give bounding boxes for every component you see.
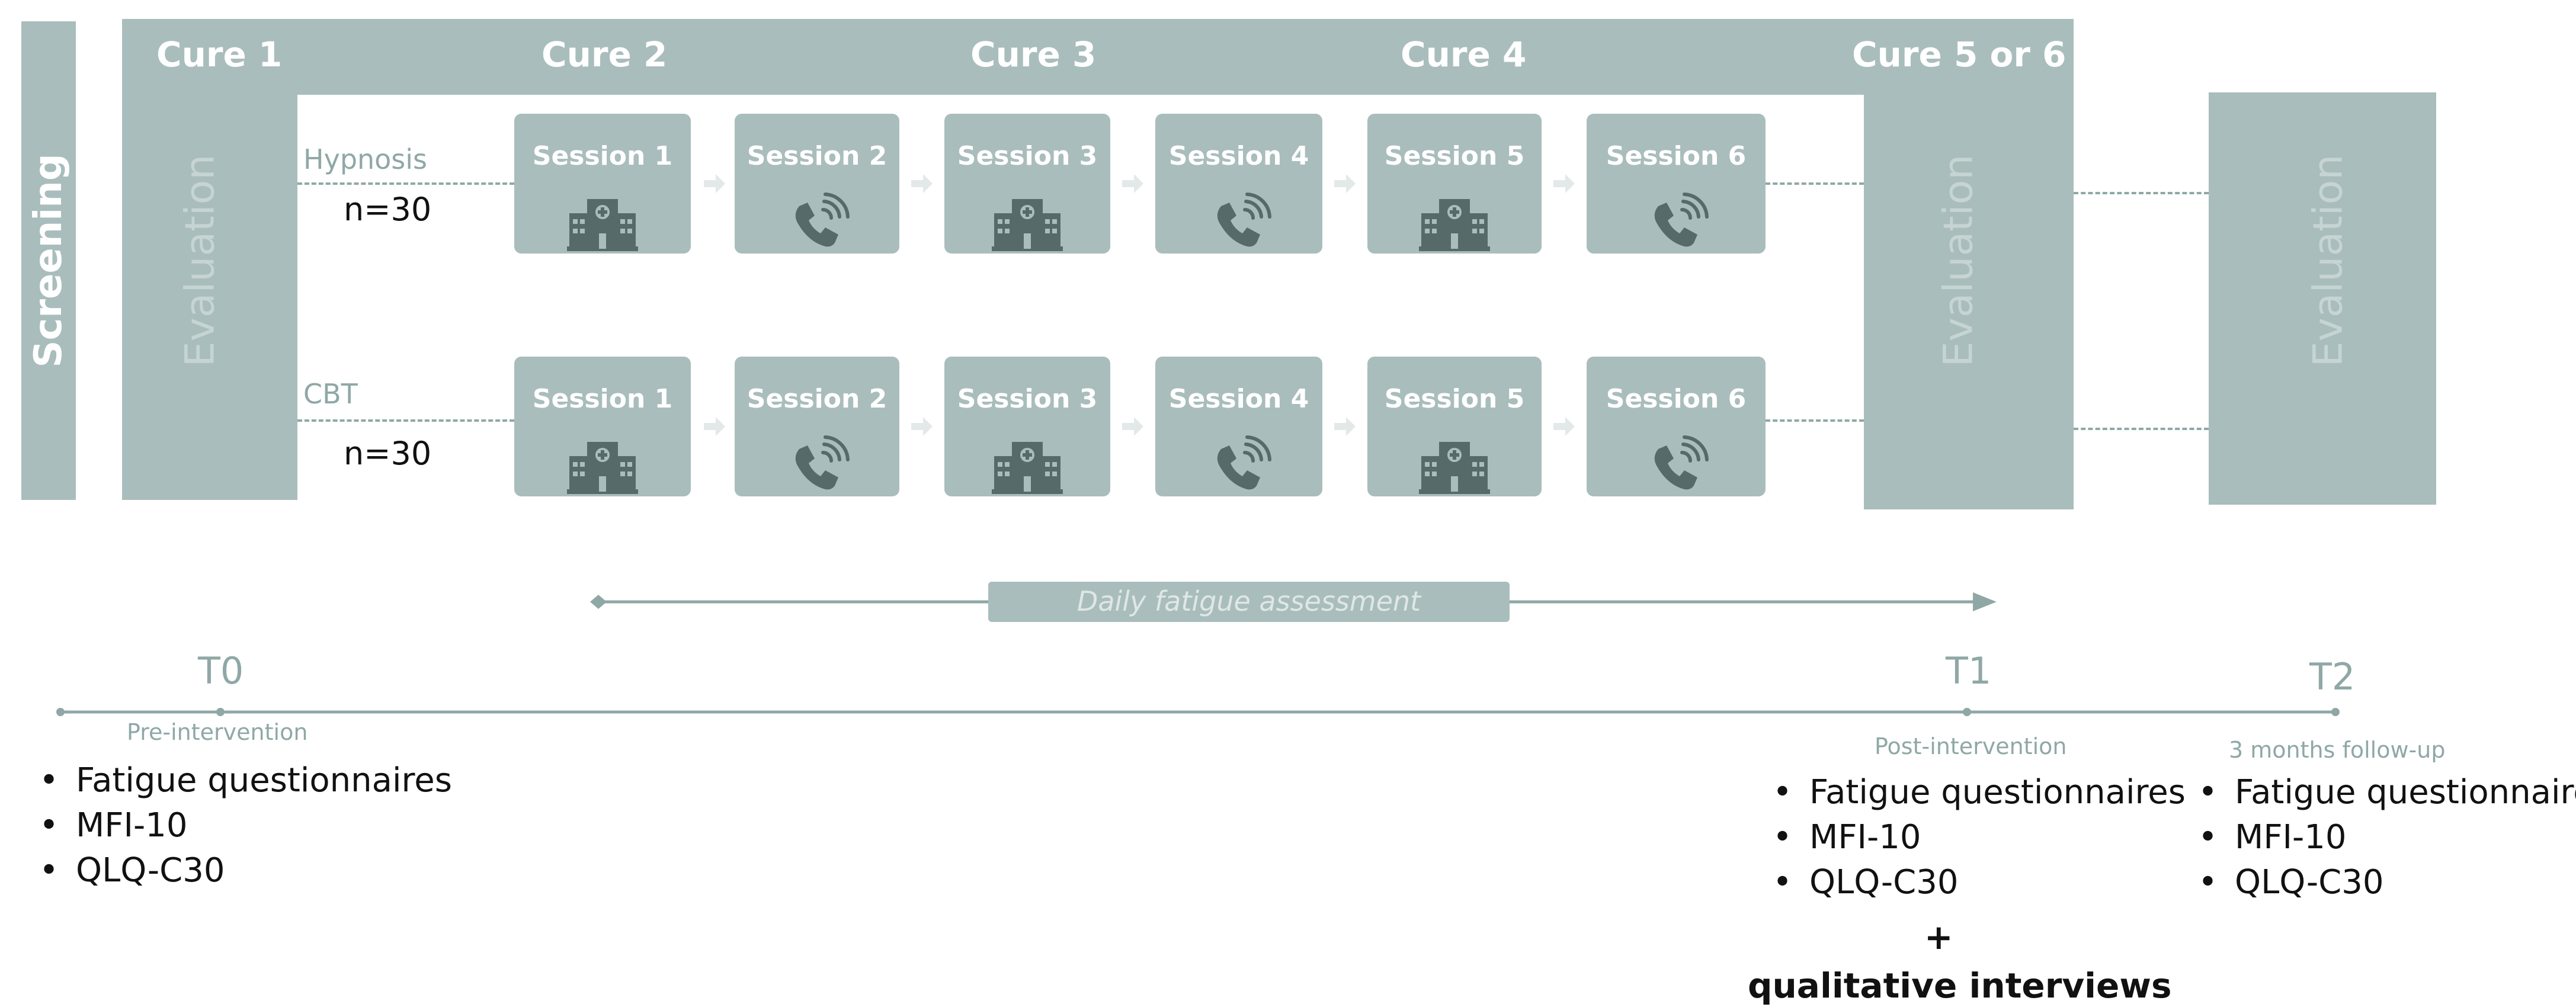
arrow-right-icon <box>911 174 933 193</box>
arrow-right-icon <box>1122 174 1143 193</box>
session-label: Session 2 <box>746 141 887 171</box>
hypnosis-session-3: Session 3 <box>944 114 1110 254</box>
evaluation-label-t1: Evaluation <box>1935 154 1982 367</box>
cbt-dash-right <box>1766 419 1864 422</box>
list-item: •MFI-10 <box>1773 818 1921 857</box>
hypnosis-session-6: Session 6 <box>1587 114 1766 254</box>
session-label: Session 1 <box>532 141 673 171</box>
arm-label-hypnosis: Hypnosis <box>303 143 428 175</box>
evaluation-label-t0: Evaluation <box>177 154 224 367</box>
list-item: •MFI-10 <box>2198 818 2347 857</box>
arrow-right-icon <box>704 174 725 193</box>
hospital-icon <box>1419 442 1490 494</box>
timepoint-t1-sub: Post-intervention <box>1875 733 2067 759</box>
list-item: •QLQ-C30 <box>1773 863 1959 902</box>
arrow-right-icon <box>911 417 933 436</box>
cure-label-5: Cure 5 or 6 <box>1852 34 2066 75</box>
cure-label-4: Cure 4 <box>1401 34 1527 75</box>
phone-icon <box>795 193 850 247</box>
session-label: Session 6 <box>1606 384 1747 414</box>
arm-n-cbt: n=30 <box>344 435 432 472</box>
daily-assessment-label: Daily fatigue assessment <box>1076 585 1421 617</box>
qualitative-interviews: qualitative interviews <box>1748 966 2172 1006</box>
followup-evaluation-box <box>2209 92 2436 505</box>
screening-label: Screening <box>27 153 71 368</box>
list-item: •Fatigue questionnaires <box>2198 773 2576 812</box>
list-item: •Fatigue questionnaires <box>39 761 452 800</box>
arm-label-cbt: CBT <box>303 378 358 410</box>
daily-assessment-box <box>988 582 1510 622</box>
session-label: Session 6 <box>1606 141 1747 171</box>
timepoint-t2: T2 <box>2309 655 2356 698</box>
hospital-icon <box>992 199 1063 251</box>
cure1-evaluation-box <box>122 19 297 500</box>
list-item: •Fatigue questionnaires <box>1773 773 2186 812</box>
phone-icon <box>1654 435 1709 490</box>
cure-label-1: Cure 1 <box>156 34 283 75</box>
session-label: Session 4 <box>1168 141 1309 171</box>
list-item: •MFI-10 <box>39 806 188 845</box>
hypnosis-dash-right <box>1766 182 1864 185</box>
session-label: Session 2 <box>746 384 887 414</box>
phone-icon <box>1217 435 1271 490</box>
plus-sign: + <box>1924 917 1953 957</box>
cure-label-3: Cure 3 <box>970 34 1097 75</box>
cbt-dash-left <box>297 419 514 422</box>
arrow-right-icon <box>1334 417 1356 436</box>
followup-dash-bottom <box>2074 428 2209 430</box>
list-item: •QLQ-C30 <box>2198 863 2384 902</box>
session-label: Session 5 <box>1384 141 1525 171</box>
session-label: Session 3 <box>957 384 1098 414</box>
timepoint-t0-sub: Pre-intervention <box>127 719 308 745</box>
measures-list-t1: •Fatigue questionnaires •MFI-10 •QLQ-C30 <box>1767 770 2186 905</box>
cbt-session-6: Session 6 <box>1587 357 1766 496</box>
hypnosis-dash-left <box>297 182 514 185</box>
cbt-session-2: Session 2 <box>735 357 899 496</box>
phone-icon <box>1217 193 1271 247</box>
arrow-right-icon <box>704 417 725 436</box>
timepoint-t0: T0 <box>198 649 244 692</box>
session-label: Session 4 <box>1168 384 1309 414</box>
measures-list-t0: •Fatigue questionnaires •MFI-10 •QLQ-C30 <box>33 758 452 893</box>
timeline-axis <box>56 708 2340 716</box>
phone-icon <box>1654 193 1709 247</box>
hospital-icon <box>992 442 1063 494</box>
cbt-session-5: Session 5 <box>1367 357 1542 496</box>
arrow-right-icon <box>1553 417 1575 436</box>
evaluation-label-t2: Evaluation <box>2305 154 2352 367</box>
cbt-session-1: Session 1 <box>514 357 691 496</box>
hypnosis-session-5: Session 5 <box>1367 114 1542 254</box>
hypnosis-session-1: Session 1 <box>514 114 691 254</box>
hospital-icon <box>567 442 638 494</box>
timepoint-t1: T1 <box>1946 649 1992 692</box>
session-label: Session 5 <box>1384 384 1525 414</box>
session-label: Session 3 <box>957 141 1098 171</box>
timepoint-t2-sub: 3 months follow-up <box>2229 737 2446 763</box>
arrow-right-icon <box>1122 417 1143 436</box>
cure-header-band <box>122 19 2074 95</box>
arrow-right-icon <box>1553 174 1575 193</box>
session-label: Session 1 <box>532 384 673 414</box>
hospital-icon <box>1419 199 1490 251</box>
cbt-session-3: Session 3 <box>944 357 1110 496</box>
followup-dash-top <box>2074 192 2209 194</box>
hypnosis-session-4: Session 4 <box>1155 114 1322 254</box>
hospital-icon <box>567 199 638 251</box>
phone-icon <box>795 435 850 490</box>
cure5-evaluation-box <box>1864 19 2074 509</box>
arrow-right-icon <box>1334 174 1356 193</box>
list-item: •QLQ-C30 <box>39 851 225 890</box>
hypnosis-session-2: Session 2 <box>735 114 899 254</box>
screening-bar <box>21 21 76 500</box>
cbt-session-4: Session 4 <box>1155 357 1322 496</box>
cure-label-2: Cure 2 <box>542 34 668 75</box>
arm-n-hypnosis: n=30 <box>344 191 432 228</box>
measures-list-t2: •Fatigue questionnaires •MFI-10 •QLQ-C30 <box>2192 770 2576 905</box>
